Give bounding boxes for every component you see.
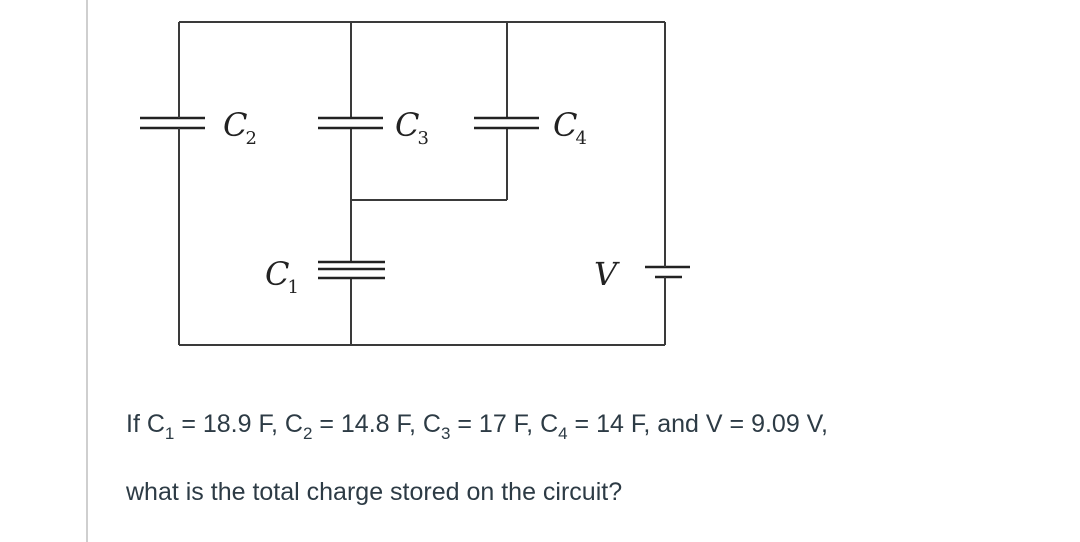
c2-value: = 14.8 F, (312, 410, 423, 438)
label-v: V (594, 255, 620, 293)
c3-var: C (422, 410, 441, 438)
label-c1: C1 (265, 255, 299, 298)
c4-value: = 14 F, and V = 9.09 V, (567, 410, 828, 438)
battery-v (645, 22, 690, 345)
c4-sub: 4 (558, 424, 568, 443)
c2-var: C (284, 410, 303, 438)
question-prefix: If (126, 410, 147, 438)
circuit-diagram: C2 C3 C4 C1 V (140, 21, 690, 346)
capacitor-c4 (474, 116, 539, 130)
label-c4: C4 (553, 106, 587, 149)
question-line-2: what is the total charge stored on the c… (126, 478, 623, 506)
capacitor-c1 (318, 260, 385, 280)
capacitor-c3 (318, 116, 383, 130)
c1-value: = 18.9 F, (174, 410, 285, 438)
content-left-border (86, 0, 88, 542)
c4-var: C (540, 410, 559, 438)
capacitor-c2 (140, 22, 205, 345)
circuit-wires (178, 21, 666, 346)
question-line-1: If C1 = 18.9 F, C2 = 14.8 F, C3 = 17 F, … (126, 410, 828, 443)
c3-value: = 17 F, (450, 410, 541, 438)
label-c3: C3 (395, 106, 429, 149)
c1-sub: 1 (164, 424, 175, 443)
c1-var: C (146, 410, 165, 438)
c3-sub: 3 (440, 424, 451, 443)
label-c2: C2 (223, 106, 257, 149)
c2-sub: 2 (302, 424, 313, 443)
